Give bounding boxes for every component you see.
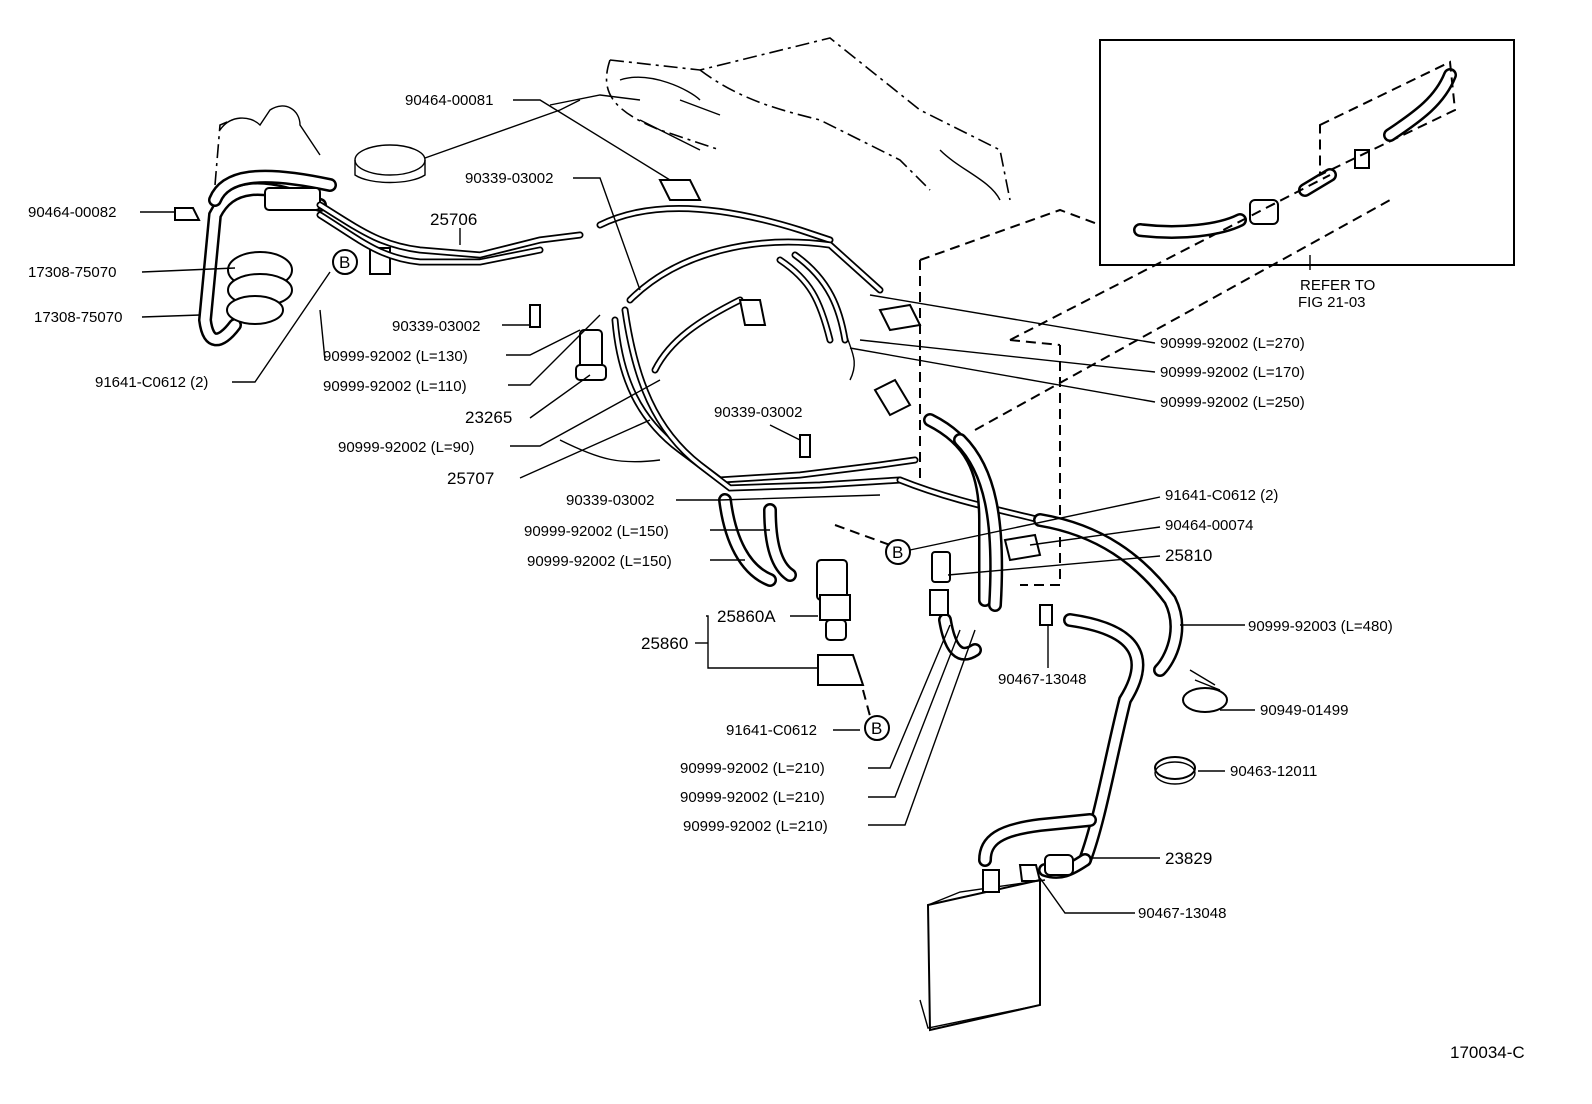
vsv-25860 — [816, 551, 951, 686]
label-90464-00074: 90464-00074 — [1165, 517, 1253, 534]
label-hose-l480: 90999-92003 (L=480) — [1248, 618, 1393, 635]
charcoal-canister — [919, 854, 1074, 1032]
label-91641-c0612-2-right: 91641-C0612 (2) — [1165, 487, 1278, 504]
label-25706: 25706 — [430, 210, 477, 229]
callout-b-1: B — [339, 253, 350, 272]
label-90339-03002-b: 90339-03002 — [392, 318, 480, 335]
labels-right: 90999-92002 (L=270) 90999-92002 (L=170) … — [998, 335, 1393, 922]
label-25860a: 25860A — [717, 607, 776, 626]
label-hose-l110: 90999-92002 (L=110) — [323, 378, 467, 395]
main-tube-bundle — [316, 179, 1184, 882]
label-90463-12011: 90463-12011 — [1230, 763, 1317, 780]
left-hose-assembly — [174, 169, 391, 347]
label-hose-l210-c: 90999-92002 (L=210) — [683, 818, 828, 835]
refer-note-line1: REFER TO — [1300, 277, 1375, 294]
figure-code: 170034-C — [1450, 1043, 1525, 1062]
inset-leader-lines — [919, 174, 1391, 586]
label-90467-13048-b: 90467-13048 — [1138, 905, 1226, 922]
label-90949-01499: 90949-01499 — [1260, 702, 1348, 719]
label-hose-l90: 90999-92002 (L=90) — [338, 439, 474, 456]
label-hose-l170: 90999-92002 (L=170) — [1160, 364, 1305, 381]
inset-detail — [1099, 39, 1515, 270]
label-90464-00081: 90464-00081 — [405, 92, 493, 109]
label-91641-c0612: 91641-C0612 — [726, 722, 817, 739]
label-hose-l210-a: 90999-92002 (L=210) — [680, 760, 825, 777]
label-25707: 25707 — [447, 469, 494, 488]
callout-markers: B B B — [332, 249, 911, 741]
label-90467-13048-a: 90467-13048 — [998, 671, 1086, 688]
leader-lines — [140, 99, 1255, 914]
labels-center: 90464-00081 90339-03002 25706 90339-0300… — [323, 92, 828, 835]
label-hose-l250: 90999-92002 (L=250) — [1160, 394, 1305, 411]
label-hose-l210-b: 90999-92002 (L=210) — [680, 789, 825, 806]
label-25860: 25860 — [641, 634, 688, 653]
label-23829: 23829 — [1165, 849, 1212, 868]
callout-b-2: B — [892, 543, 903, 562]
label-hose-l150-a: 90999-92002 (L=150) — [524, 523, 669, 540]
refer-note: REFER TO FIG 21-03 — [1298, 277, 1375, 311]
label-hose-l270: 90999-92002 (L=270) — [1160, 335, 1305, 352]
refer-note-line2: FIG 21-03 — [1298, 294, 1366, 311]
label-90464-00082: 90464-00082 — [28, 204, 116, 221]
label-25810: 25810 — [1165, 546, 1212, 565]
label-90339-03002-d: 90339-03002 — [566, 492, 654, 509]
label-23265: 23265 — [465, 408, 512, 427]
label-hose-l150-b: 90999-92002 (L=150) — [527, 553, 672, 570]
label-17308-75070-a: 17308-75070 — [28, 264, 116, 281]
label-90339-03002-c: 90339-03002 — [714, 404, 802, 421]
label-hose-l130: 90999-92002 (L=130) — [323, 348, 468, 365]
callout-b-3: B — [871, 719, 882, 738]
label-17308-75070-b: 17308-75070 — [34, 309, 122, 326]
label-90339-03002-a: 90339-03002 — [465, 170, 553, 187]
hose-clamps — [1154, 669, 1228, 785]
labels-left: 90464-00082 17308-75070 17308-75070 9164… — [28, 204, 208, 391]
label-91641-c0612-2: 91641-C0612 (2) — [95, 374, 208, 391]
engine-outline — [214, 37, 1011, 463]
